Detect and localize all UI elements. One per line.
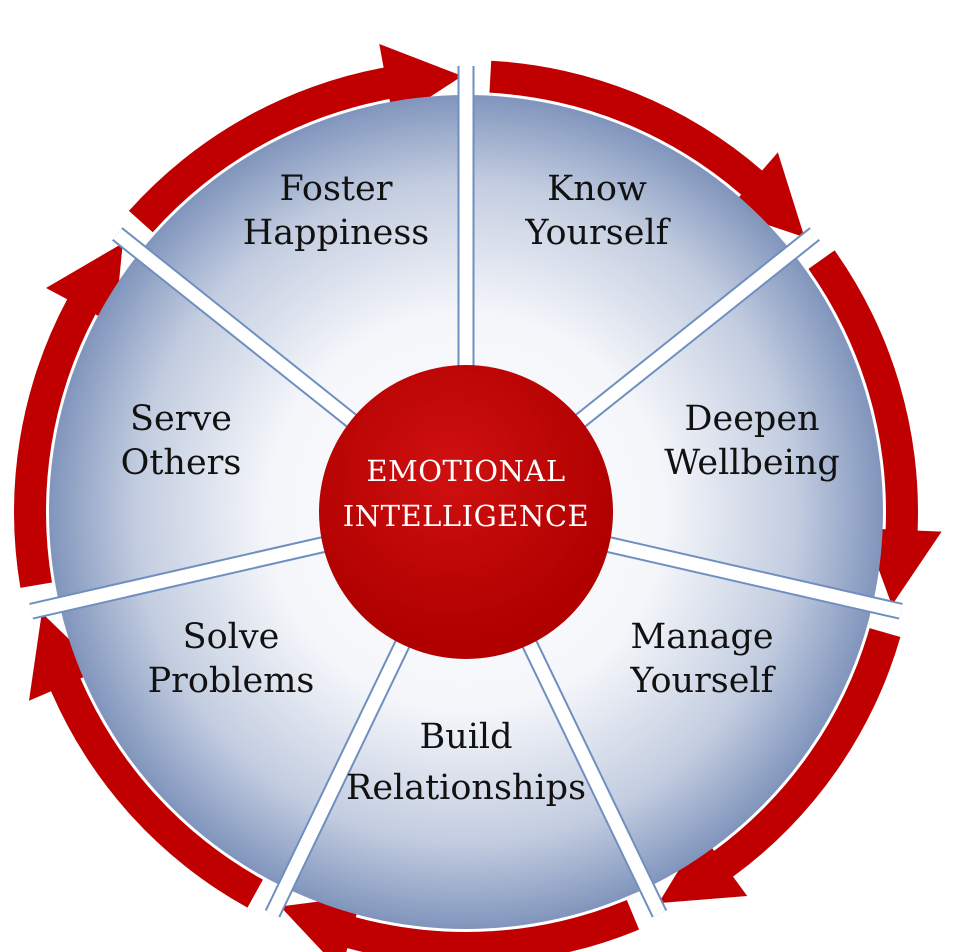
cycle-arrow [658, 628, 901, 904]
segment-label-manage-yourself-2: Yourself [629, 661, 776, 701]
segment-build-relationships [285, 512, 647, 929]
center-label-line1: EMOTIONAL [366, 454, 565, 488]
center-hub [319, 365, 613, 659]
cycle-arrow [29, 612, 263, 908]
segment-dividers [29, 66, 903, 918]
cycle-arrow [808, 250, 942, 606]
segment-label-know-yourself-1: Know [547, 169, 647, 209]
divider [571, 228, 819, 430]
cycle-arrow [128, 43, 463, 233]
segment-label-deepen-wellbeing-1: Deepen [684, 399, 819, 439]
divider [520, 635, 666, 917]
segment-label-serve-others-2: Others [121, 443, 242, 483]
segment-label-foster-happiness-1: Foster [280, 169, 393, 209]
divider [113, 228, 361, 430]
segment-label-deepen-wellbeing-2: Wellbeing [664, 443, 839, 483]
segment-label-manage-yourself-1: Manage [630, 617, 773, 657]
cycle-arrow [489, 60, 805, 238]
divider [266, 635, 412, 917]
segment-label-solve-problems-1: Solve [183, 617, 280, 657]
cycle-arrows [13, 43, 942, 952]
divider [29, 536, 331, 618]
cycle-arrow [13, 243, 123, 588]
cycle-arrow [280, 896, 640, 952]
segment-label-build-relationships-2: Relationships [346, 768, 586, 808]
center-label-line2: INTELLIGENCE [343, 499, 589, 533]
segment-label-solve-problems-2: Problems [148, 661, 315, 701]
segment-label-serve-others-1: Serve [130, 399, 232, 439]
divider [601, 536, 903, 618]
segment-label-foster-happiness-2: Happiness [243, 213, 430, 253]
segment-label-know-yourself-2: Yourself [524, 213, 671, 253]
segment-label-build-relationships-1: Build [419, 717, 512, 757]
